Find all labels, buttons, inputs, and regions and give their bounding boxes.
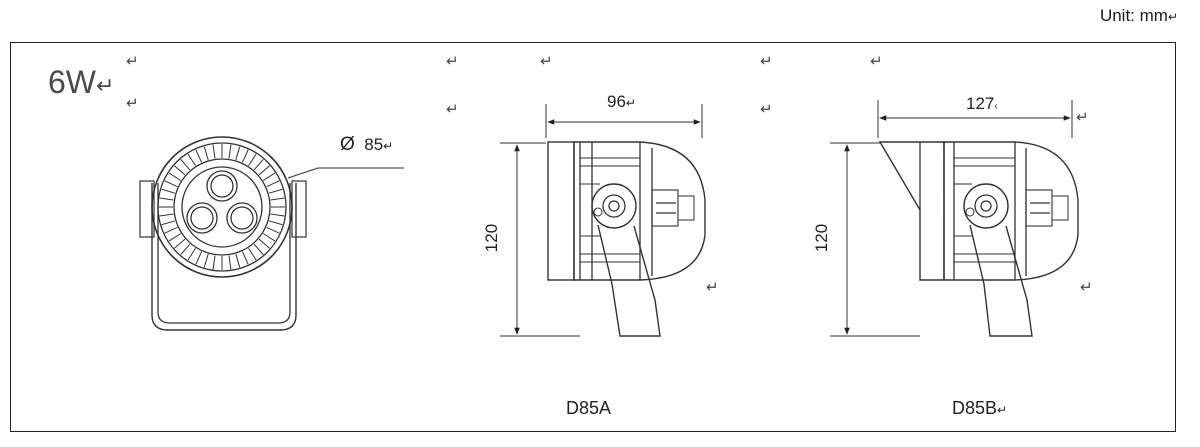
drawing-frame [10, 42, 1176, 432]
heatsink-fin [262, 233, 276, 242]
return-mark: ↵ [446, 101, 459, 118]
heatsink-fin [174, 165, 186, 176]
return-mark: ↵ [446, 53, 459, 70]
heatsink-fin [164, 180, 178, 188]
return-mark: ↵ [126, 53, 139, 70]
side-view-b [830, 100, 1079, 337]
connector-a [651, 189, 679, 227]
heatsink-fin [248, 153, 257, 167]
unit-label: Unit: mm↵ [1099, 6, 1178, 25]
front-view [139, 136, 404, 331]
bracket-side-right [291, 180, 307, 238]
model-label-b: D85B↵ [952, 398, 1008, 418]
heatsink-fin [241, 149, 249, 163]
heatsink-fin [195, 149, 203, 163]
heatsink-fin [266, 180, 280, 188]
return-mark: ↵ [870, 53, 883, 70]
heatsink-fin [161, 188, 176, 194]
heatsink-fin [270, 213, 285, 217]
return-mark: ↵ [1080, 279, 1093, 296]
heatsink-fin [258, 165, 270, 176]
heatsink-fin [266, 226, 280, 234]
glare-shield-b [878, 141, 945, 281]
mount-arm-b [969, 224, 1033, 337]
heatsink-fin [268, 188, 283, 194]
pivot-knob-b [963, 183, 1009, 229]
heatsink-fin [159, 197, 174, 201]
connector-b [1025, 189, 1053, 227]
mount-bracket [151, 183, 297, 331]
heatsink-fin [268, 220, 283, 226]
return-mark: ↵ [1076, 109, 1089, 126]
led-lens [226, 202, 258, 234]
bracket-side-left [139, 180, 155, 238]
lamp-body-a [573, 141, 706, 281]
heatsink-fin [270, 197, 285, 201]
side-view-a [500, 104, 706, 337]
heatsink-fin [168, 233, 182, 242]
heatsink-fin [228, 144, 232, 159]
heatsink-fin [203, 253, 209, 268]
heatsink-fin [258, 238, 270, 249]
return-mark: ↵ [540, 53, 553, 70]
heatsink-fin [248, 247, 257, 261]
heatsink-fin [262, 172, 276, 181]
heatsink-fin [180, 243, 191, 255]
heatsink-fin [235, 146, 241, 161]
heatsink-fins [159, 144, 285, 270]
model-label-a: D85A [566, 398, 612, 418]
heatsink-fin [212, 255, 216, 270]
heatsink-fin [203, 146, 209, 161]
return-mark: ↵ [126, 95, 139, 112]
heatsink-fin [241, 251, 249, 265]
lamp-body-b [943, 141, 1079, 281]
heatsink-fin [195, 251, 203, 265]
width-label-a: 96↵ [607, 92, 636, 111]
width-label-b: 127‹ [966, 94, 998, 113]
heatsink-fin [161, 220, 176, 226]
diameter-leader [287, 167, 404, 179]
lens-holder [181, 166, 263, 248]
return-mark: ↵ [760, 101, 773, 118]
heatsink-fin [253, 243, 264, 255]
diameter-label: Ø 85↵ [340, 134, 394, 155]
heatsink-fin [212, 144, 216, 159]
return-mark: ↵ [760, 53, 773, 70]
power-label: 6W↵ [48, 64, 115, 100]
heatsink-fin [180, 159, 191, 171]
fin-lines-b [954, 157, 1015, 263]
led-lens [186, 202, 218, 234]
heatsink-fin [159, 213, 174, 217]
heatsink-fin [253, 159, 264, 171]
front-bezel-a [547, 141, 575, 281]
heatsink-fin [187, 153, 196, 167]
led-lens [206, 170, 238, 202]
heatsink-fin [235, 253, 241, 268]
heatsink-fin [174, 238, 186, 249]
heatsink-fin [164, 226, 178, 234]
return-mark: ↵ [706, 279, 719, 296]
mount-arm-a [597, 224, 661, 337]
lamp-outer-ring [151, 136, 293, 278]
fin-lines-a [580, 157, 640, 263]
pivot-knob-a [591, 183, 637, 229]
heatsink-fin [228, 255, 232, 270]
heatsink-fin [168, 172, 182, 181]
heatsink-fin [187, 247, 196, 261]
